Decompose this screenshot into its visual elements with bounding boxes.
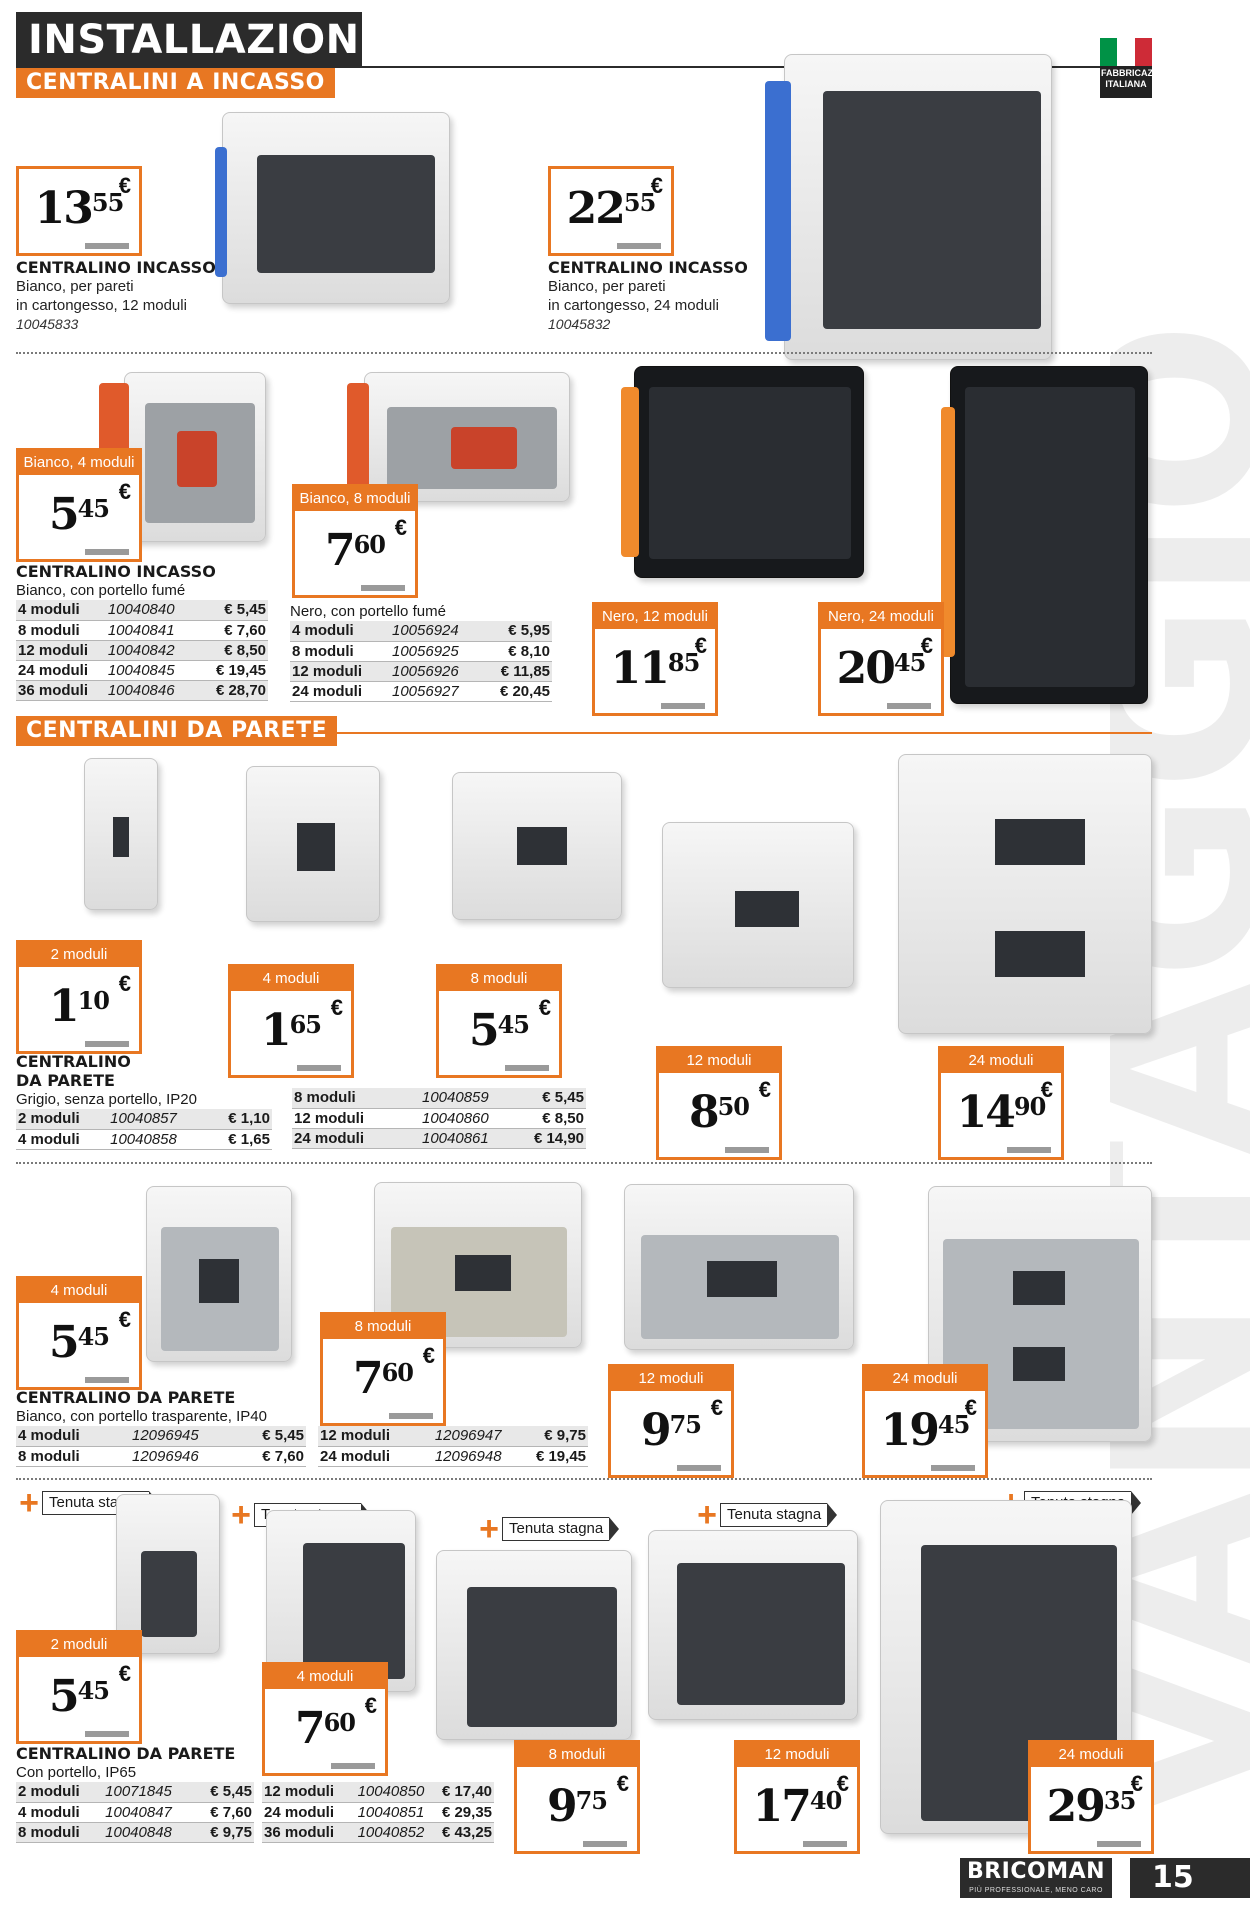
- price-tag: 24 moduli 1945€: [862, 1364, 988, 1478]
- product-info-incasso-24: CENTRALINO INCASSO Bianco, per pareti in…: [548, 258, 748, 332]
- price-tag: Bianco, 4 moduli 545€: [16, 448, 142, 562]
- price-tag: Nero, 24 moduli 2045€: [818, 602, 944, 716]
- tenuta-stagna-badge: +Tenuta stagna: [694, 1496, 838, 1534]
- product-image-ip65-8: [436, 1550, 632, 1740]
- product-image-ip65-4: [266, 1510, 416, 1692]
- plus-icon: +: [697, 1496, 717, 1534]
- page-title: INSTALLAZIONE: [16, 12, 387, 68]
- made-in-italy-badge: FABBRICAZIONE ITALIANA: [1100, 38, 1175, 98]
- product-image-fume-8: [347, 372, 570, 502]
- product-info-ip20: CENTRALINO DA PARETE Grigio, senza porte…: [16, 1052, 272, 1150]
- price-tag: 2255€: [548, 166, 674, 256]
- product-image-ip20-24: [898, 754, 1152, 1034]
- product-image-ip20-4: [246, 766, 380, 922]
- price-tag: Bianco, 8 moduli 760€: [292, 484, 418, 598]
- price-tag: 24 moduli 2935€: [1028, 1740, 1154, 1854]
- product-image-ip65-12: [648, 1530, 858, 1720]
- header-rule: [362, 66, 1152, 68]
- price-tag: 8 moduli 975€: [514, 1740, 640, 1854]
- product-info-ip40: CENTRALINO DA PARETE Bianco, con portell…: [16, 1388, 306, 1467]
- price-tag: 4 moduli 545€: [16, 1276, 142, 1390]
- product-info-ip65: CENTRALINO DA PARETE Con portello, IP65 …: [16, 1744, 254, 1843]
- section-rule: [290, 732, 1152, 734]
- price-tag: 1355€: [16, 166, 142, 256]
- product-image-ip40-12: [624, 1184, 854, 1350]
- price-tag: 12 moduli 1740€: [734, 1740, 860, 1854]
- plus-icon: +: [231, 1496, 251, 1534]
- product-image-ip20-2: [84, 758, 158, 910]
- price-tag: 12 moduli 850€: [656, 1046, 782, 1160]
- price-tag: 8 moduli 760€: [320, 1312, 446, 1426]
- price-tag: 4 moduli 760€: [262, 1662, 388, 1776]
- brand-logo: BRICOMAN PIÙ PROFESSIONALE, MENO CARO: [960, 1858, 1112, 1898]
- product-image-incasso-12: [215, 112, 450, 304]
- divider: [16, 1478, 1152, 1480]
- price-tag: 2 moduli 545€: [16, 1630, 142, 1744]
- section-title-incasso: CENTRALINI A INCASSO: [16, 68, 335, 98]
- product-image-ip65-2: [116, 1494, 220, 1654]
- product-image-fume-4: [99, 372, 266, 542]
- product-info-incasso-12: CENTRALINO INCASSO Bianco, per pareti in…: [16, 258, 216, 332]
- price-tag: 8 moduli 545€: [436, 964, 562, 1078]
- price-tag: 2 moduli 110€: [16, 940, 142, 1054]
- product-info-fume-white: CENTRALINO INCASSO Bianco, con portello …: [16, 562, 268, 701]
- product-image-fume-24-black: [941, 366, 1148, 704]
- product-image-ip20-8: [452, 772, 622, 920]
- product-image-fume-12-black: [621, 366, 864, 578]
- flag-label: FABBRICAZIONE ITALIANA: [1100, 66, 1175, 98]
- price-tag: Nero, 12 moduli 1185€: [592, 602, 718, 716]
- section-title-parete: CENTRALINI DA PARETE: [16, 716, 338, 746]
- divider: [16, 352, 1152, 354]
- plus-icon: +: [479, 1510, 499, 1548]
- price-tag: 4 moduli 165€: [228, 964, 354, 1078]
- product-image-incasso-24: [765, 54, 1052, 360]
- price-tag: 24 moduli 1490€: [938, 1046, 1064, 1160]
- plus-icon: +: [19, 1484, 39, 1522]
- price-tag: 12 moduli 975€: [608, 1364, 734, 1478]
- product-image-ip20-12: [662, 822, 854, 988]
- italian-flag-icon: [1100, 38, 1152, 66]
- divider: [16, 1162, 1152, 1164]
- product-image-ip40-4: [146, 1186, 292, 1362]
- page-number: 15: [1130, 1858, 1250, 1898]
- tenuta-stagna-badge: +Tenuta stagna: [476, 1510, 620, 1548]
- product-image-ip65-24: [880, 1500, 1132, 1834]
